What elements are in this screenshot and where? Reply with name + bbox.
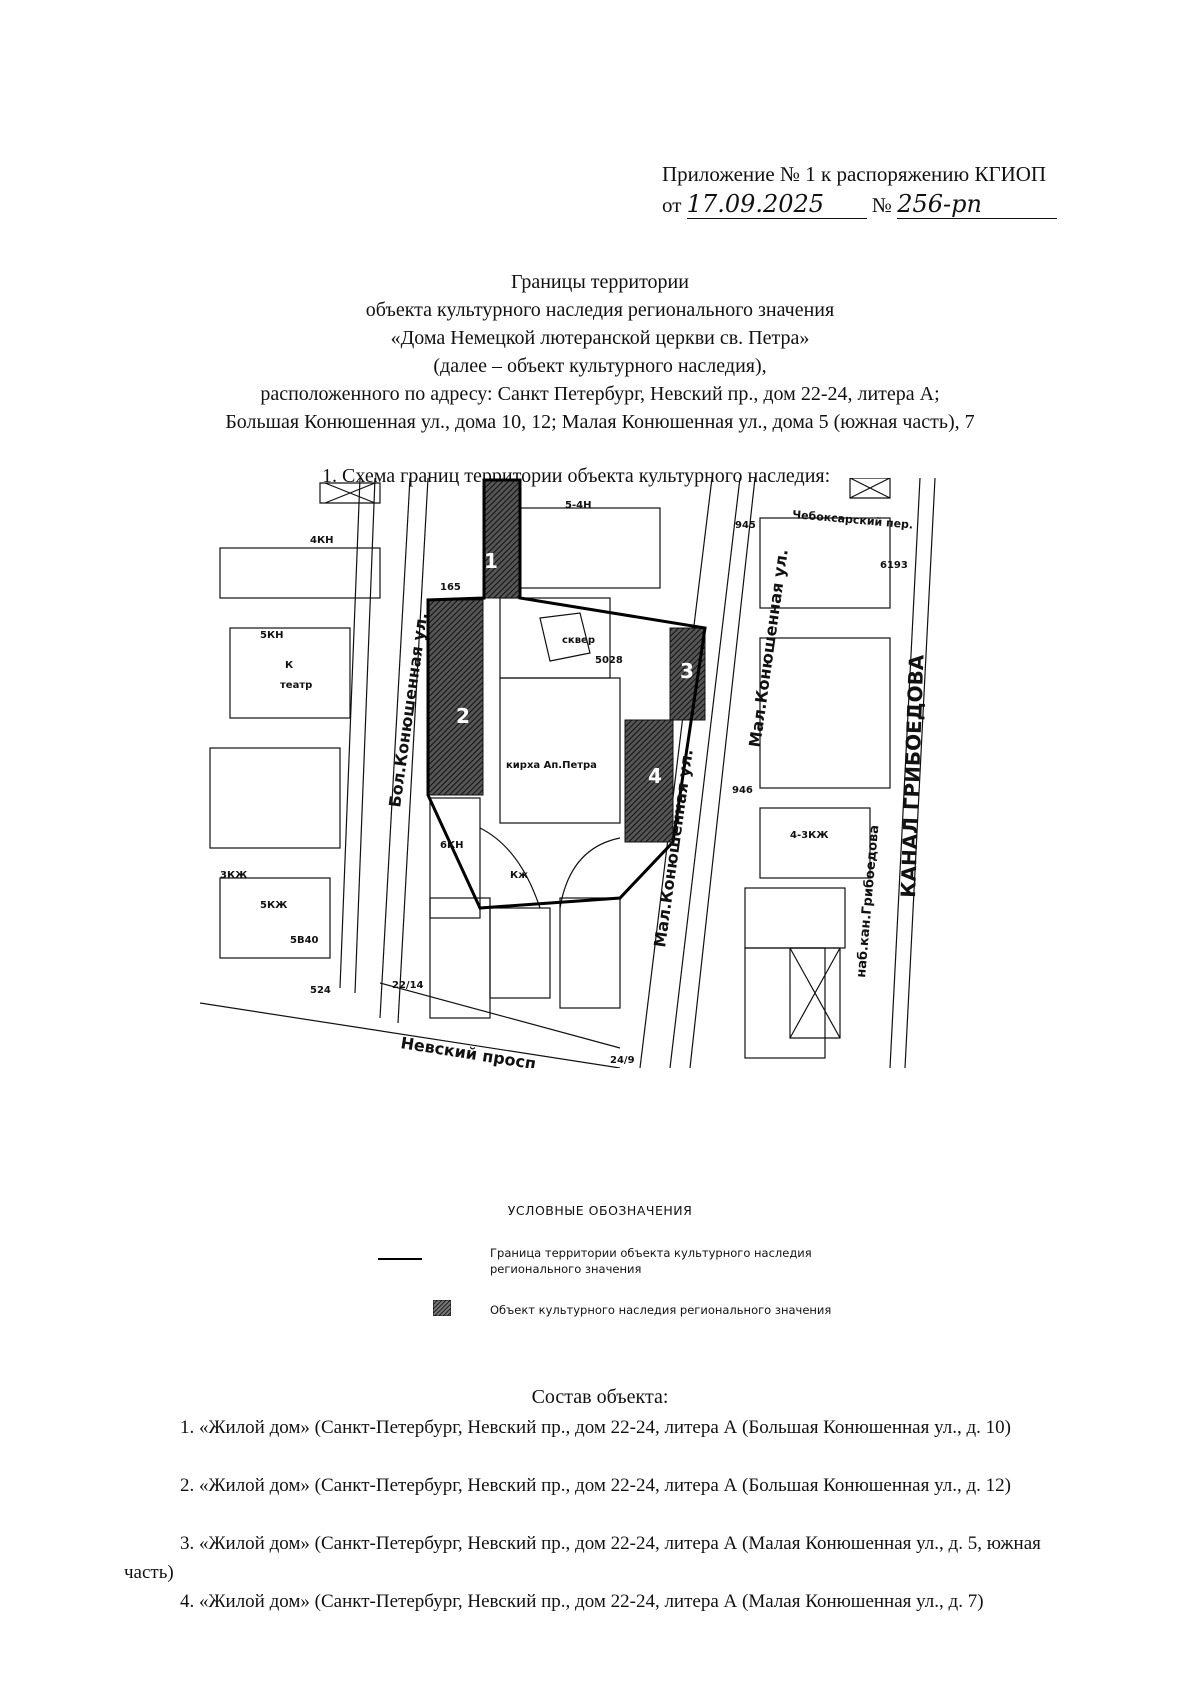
title-line: «Дома Немецкой лютеранской церкви св. Пе… — [390, 327, 810, 349]
street-cheboksarsky: Чебоксарский пер. — [792, 508, 914, 532]
legend-title: УСЛОВНЫЕ ОБОЗНАЧЕНИЯ — [507, 1203, 693, 1218]
map-label: 5-4Н — [565, 500, 591, 511]
legend-object-text: Объект культурного наследия региональног… — [490, 1303, 832, 1317]
map-label: 4КН — [310, 535, 334, 546]
order-reference: от 17.09.2025 № 256-рп — [662, 190, 1058, 219]
map-label: 24/9 — [610, 1055, 635, 1066]
map-label: 5КН — [260, 630, 284, 641]
map-label: 5В40 — [290, 935, 319, 946]
map-label: Кж — [510, 870, 528, 881]
map-label: 4-3КЖ — [790, 830, 829, 841]
street-nevsky: Невский просп — [399, 1033, 537, 1068]
map-label: 5028 — [595, 655, 623, 666]
canal-griboedova: КАНАЛ ГРИБОЕДОВА — [896, 654, 928, 898]
map-label: 6КН — [440, 840, 464, 851]
composition-item: 1. «Жилой дом» (Санкт-Петербург, Невский… — [180, 1417, 1011, 1438]
handwritten-number: 256-рп — [897, 190, 1058, 219]
map-label: 5КЖ — [260, 900, 288, 911]
composition-item: 4. «Жилой дом» (Санкт-Петербург, Невский… — [180, 1591, 984, 1612]
date-prefix: от — [662, 193, 682, 217]
composition-title: Состав объекта: — [531, 1386, 669, 1408]
boundary-map: 1 2 3 4 Бол.Конюшенная ул. Мал.Конюшенна… — [200, 478, 936, 1068]
object-label-2: 2 — [456, 704, 470, 728]
legend-hatch-symbol — [433, 1300, 451, 1316]
legend-line-symbol — [378, 1258, 422, 1260]
map-label: К — [285, 660, 294, 671]
title-line: (далее – объект культурного наследия), — [433, 355, 767, 377]
composition-item: 2. «Жилой дом» (Санкт-Петербург, Невский… — [180, 1475, 1011, 1496]
number-prefix: № — [871, 193, 892, 217]
territory-boundary — [426, 478, 707, 910]
map-label: 3КЖ — [220, 870, 248, 881]
title-line: объекта культурного наследия регионально… — [365, 299, 835, 321]
legend-boundary-text: Граница территории объекта культурного н… — [490, 1246, 812, 1276]
object-label-3: 3 — [680, 659, 694, 683]
composition-item: 3. «Жилой дом» (Санкт-Петербург, Невский… — [124, 1533, 1041, 1583]
object-label-1: 1 — [484, 549, 498, 573]
title-line: Большая Конюшенная ул., дома 10, 12; Мал… — [225, 411, 975, 433]
map-label: 22/14 — [392, 980, 424, 991]
title-line: расположенного по адресу: Санкт Петербур… — [260, 383, 940, 405]
map-label: 945 — [735, 520, 756, 531]
map-label: 524 — [310, 985, 331, 996]
street-malaya-konyushennaya: Мал.Конюшенная ул. — [745, 548, 792, 749]
map-label: театр — [280, 680, 312, 691]
heritage-object-4 — [624, 719, 674, 843]
title-line: Границы территории — [511, 271, 689, 293]
street-embankment: наб.кан.Грибоедова — [854, 824, 882, 978]
map-label: 946 — [732, 785, 753, 796]
appendix-header: Приложение № 1 к распоряжению КГИОП — [662, 162, 1047, 186]
map-label: 6193 — [880, 560, 908, 571]
map-linework — [200, 478, 936, 1068]
heritage-object-1 — [483, 479, 521, 599]
map-label: сквер — [562, 635, 595, 646]
map-label: 165 — [440, 582, 461, 593]
handwritten-date: 17.09.2025 — [686, 190, 867, 219]
map-label: кирха Ап.Петра — [506, 760, 597, 771]
street-bolshaya-konyushennaya: Бол.Конюшенная ул. — [385, 611, 431, 808]
object-label-4: 4 — [648, 764, 662, 788]
section-heading: 1. Схема границ территории объекта культ… — [322, 465, 831, 487]
document-title: Границы территории объекта культурного н… — [0, 268, 1200, 436]
heritage-object-2 — [427, 599, 484, 796]
